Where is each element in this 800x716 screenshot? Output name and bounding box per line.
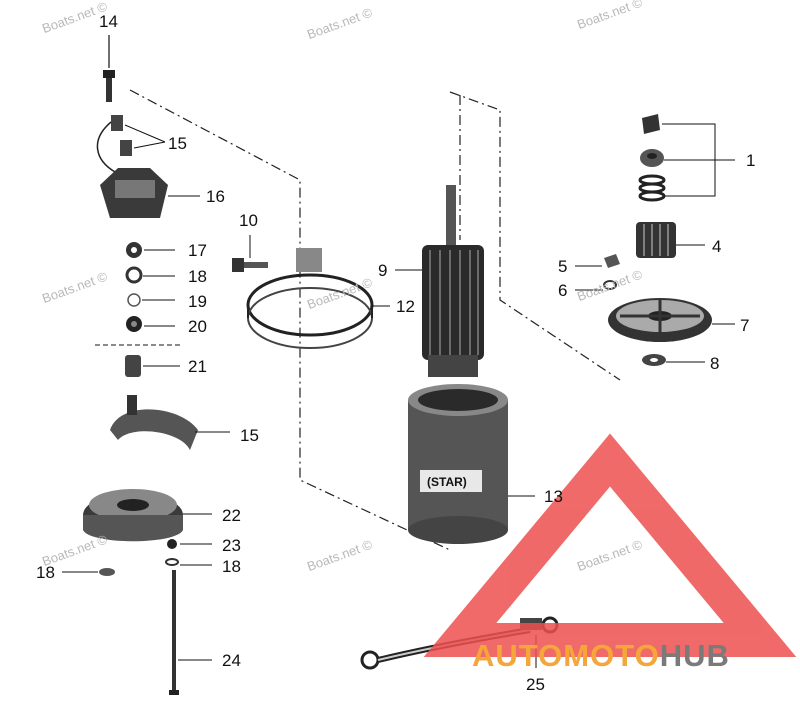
label-part-24: 24 [222,651,241,670]
housing-star-text: (STAR) [427,475,467,489]
logo-wordmark: AUTOMOTOHUB [472,640,730,671]
logo-triangle [423,433,797,657]
label-part-13: 13 [544,487,563,506]
washer-part-19 [127,293,175,307]
label-part-18: 18 [188,267,207,286]
nut-part-17 [126,242,175,258]
washer-part-18 [125,266,175,284]
assembly-guide-lines [129,89,621,551]
logo-part-moto: MOTO [563,638,660,673]
brush-strap-part-15 [110,395,230,450]
label-part-25: 25 [526,675,545,694]
armature-part-9 [395,185,484,377]
label-part-7: 7 [740,316,750,335]
nut-part-23 [167,539,212,549]
label-part-23: 23 [222,536,241,555]
label-part-5: 5 [558,257,568,276]
label-part-15: 15 [168,134,187,153]
nut-part-5 [575,254,620,268]
bolt-part-14 [103,35,115,102]
label-part-22: 22 [222,506,241,525]
label-part-10: 10 [239,211,258,230]
brush-part-15 [96,115,166,173]
label-part-16: 16 [206,187,225,206]
drive-hardware-part-1 [638,114,735,202]
washer-part-6 [575,280,617,291]
logo-part-auto: AUTO [472,638,564,673]
pinion-part-4 [636,222,705,258]
logo-part-hub: HUB [659,638,730,673]
label-part-8: 8 [710,354,720,373]
label-part-19: 19 [188,292,207,311]
bolt-part-10 [232,235,268,272]
label-part-14: 14 [99,12,118,31]
label-part-1: 1 [746,151,756,170]
label-part-18-left: 18 [36,563,55,582]
label-part-20: 20 [188,317,207,336]
label-part-12: 12 [396,297,415,316]
label-part-15-lower: 15 [240,426,259,445]
housing-part-13 [408,384,535,544]
end-cap-part-22 [83,489,212,542]
label-part-18-lower: 18 [222,557,241,576]
washer-part-18-lower [165,558,212,566]
label-part-6: 6 [558,281,568,300]
washer-part-18-left [62,568,115,576]
label-part-17: 17 [188,241,207,260]
label-part-21: 21 [188,357,207,376]
terminal-part-21 [125,355,180,377]
washer-part-8 [642,354,705,366]
through-bolt-part-24 [169,570,212,695]
nut-part-20 [126,316,175,332]
band-part-12 [246,248,390,349]
label-part-4: 4 [712,237,722,256]
drive-end-plate-part-7 [608,298,735,342]
brush-holder-part-16 [100,168,200,218]
label-part-9: 9 [378,261,388,280]
